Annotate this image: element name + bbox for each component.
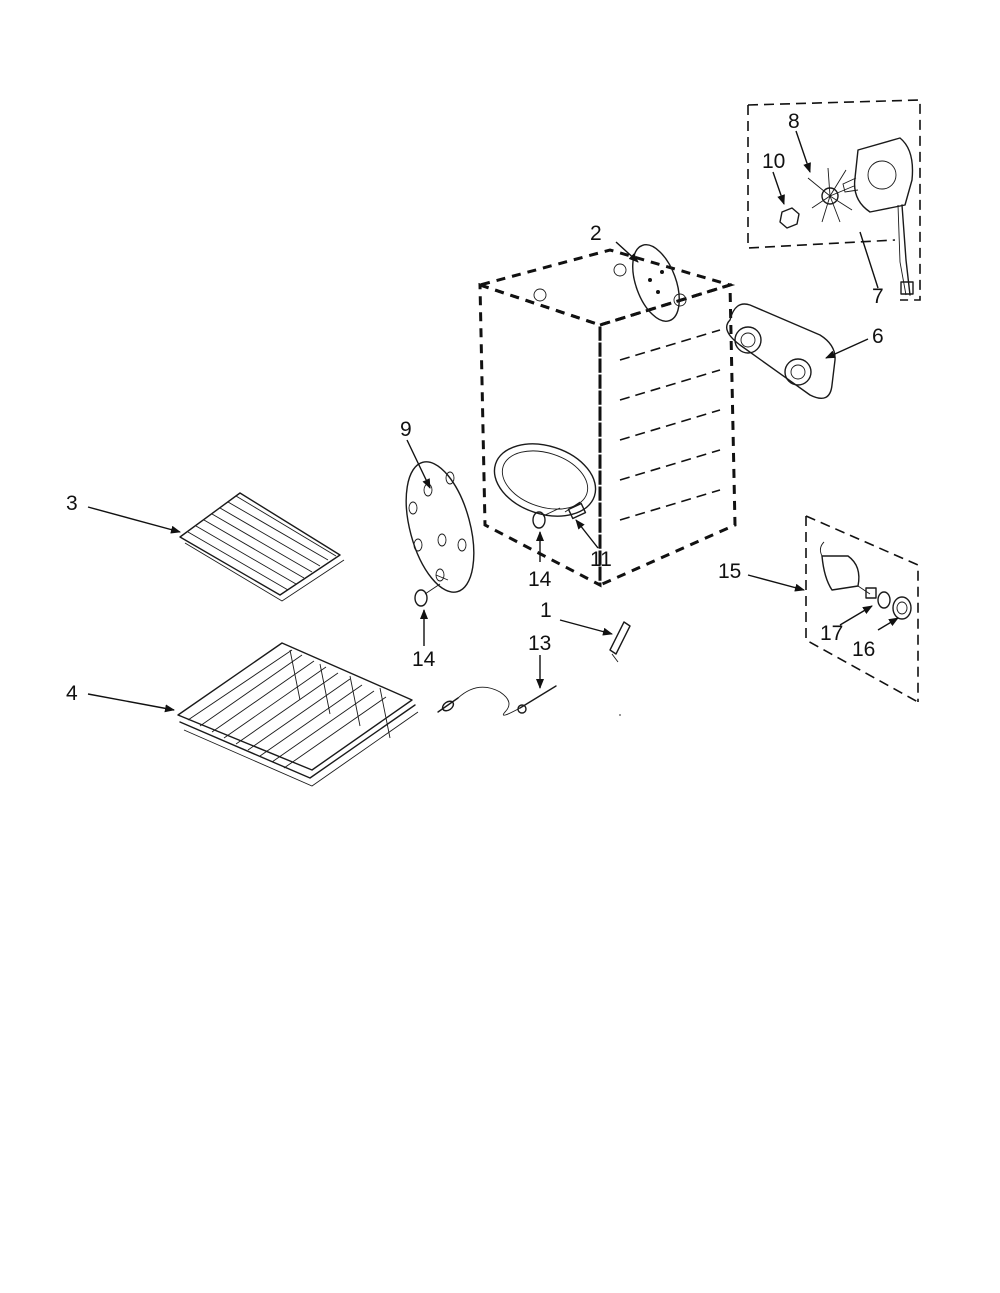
callout-17: 17 (820, 622, 843, 645)
callout-10: 10 (762, 150, 785, 173)
screw-center (532, 507, 561, 529)
fan-nut (779, 207, 800, 229)
callout-4: 4 (66, 682, 78, 705)
light-socket (819, 541, 877, 599)
callout-1: 1 (540, 599, 552, 622)
light-lens (892, 596, 912, 620)
callout-8: 8 (788, 110, 800, 133)
convection-fan-group (747, 99, 921, 301)
callout-6: 6 (872, 325, 884, 348)
oven-rack-upper (179, 492, 345, 602)
callout-7: 7 (872, 285, 884, 308)
callout-labels: 1 2 3 4 6 7 8 9 10 11 13 14 14 15 16 17 (66, 110, 884, 705)
callout-2: 2 (590, 222, 602, 245)
oven-light-group (805, 515, 919, 703)
rear-baffle (726, 303, 836, 399)
rear-panel-plate (405, 461, 475, 593)
callout-14b: 14 (412, 648, 436, 671)
fan-cover-plate (632, 244, 680, 322)
callout-16: 16 (852, 638, 875, 661)
bulb-ring (877, 591, 891, 609)
callout-13: 13 (528, 632, 551, 655)
callout-14a: 14 (528, 568, 552, 591)
leader-lines (87, 130, 899, 713)
oven-rack-lower (177, 642, 419, 787)
sensor-bracket (609, 621, 631, 716)
screw-left (414, 583, 441, 607)
callout-3: 3 (66, 492, 78, 515)
callout-9: 9 (400, 418, 412, 441)
callout-15: 15 (718, 560, 741, 583)
oven-cavity (474, 248, 737, 588)
bulb-socket (564, 501, 587, 520)
callout-11: 11 (590, 548, 612, 571)
fan-blade (807, 167, 855, 223)
fan-motor (842, 137, 914, 296)
meat-probe (437, 685, 557, 716)
